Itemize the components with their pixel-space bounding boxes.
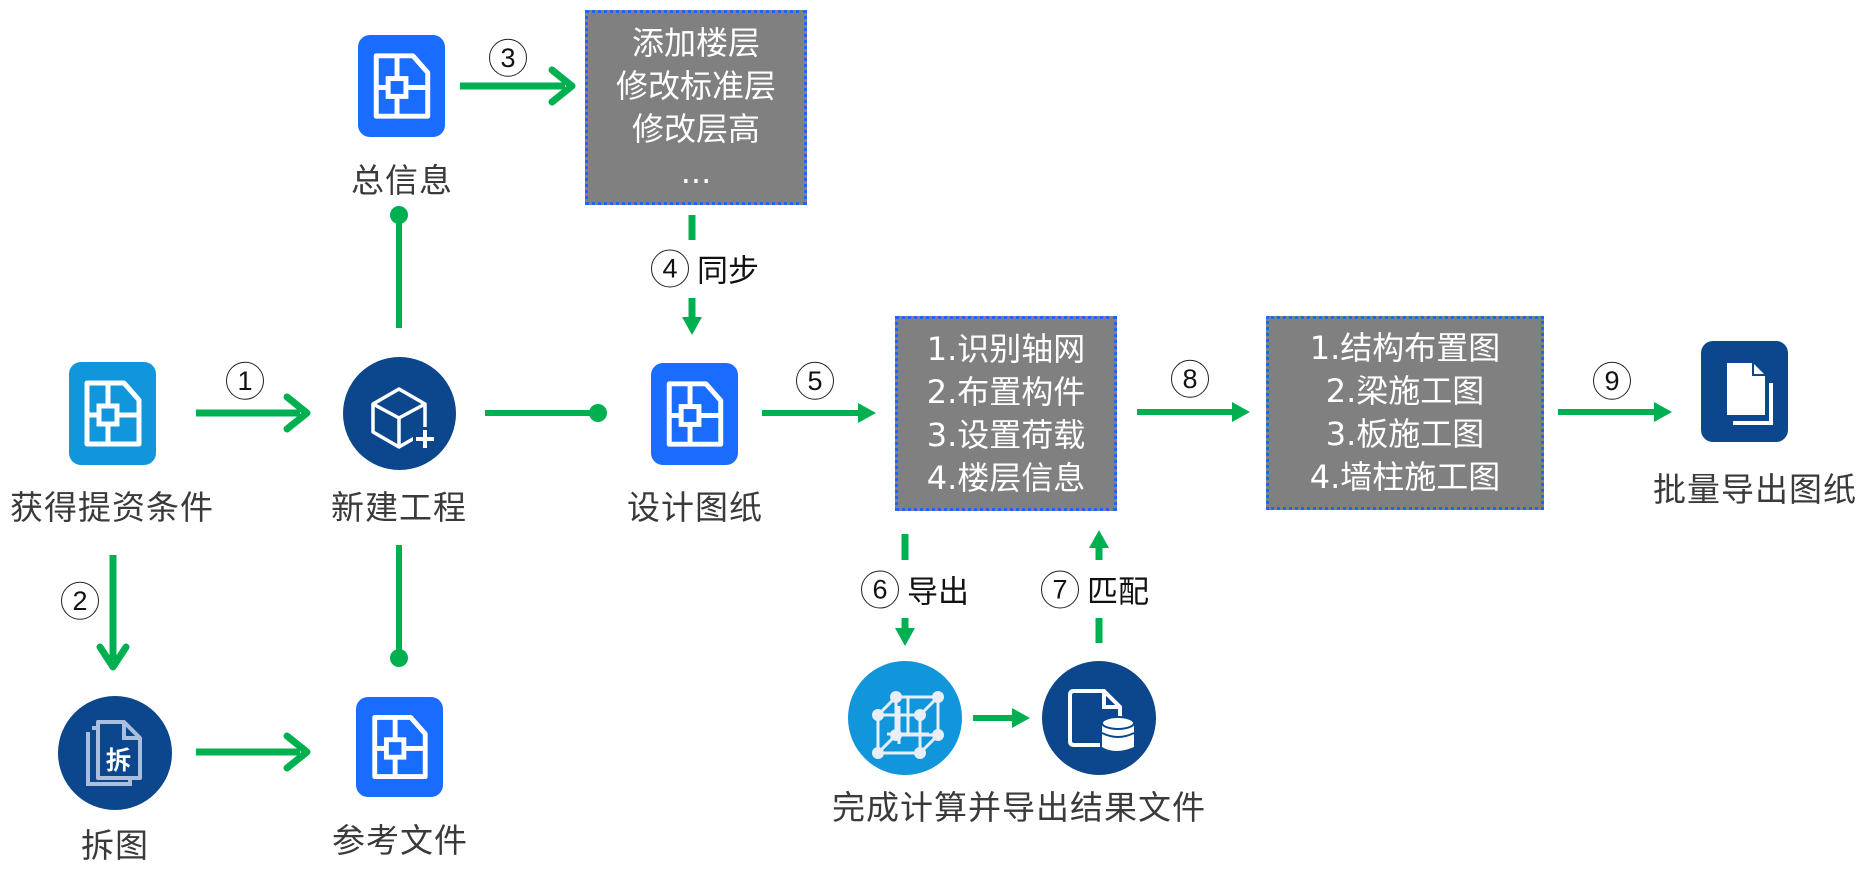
step-8: 8 — [1171, 359, 1209, 398]
node-batch-export[interactable] — [1701, 341, 1788, 442]
arrow-1-head — [283, 393, 311, 433]
box-line: 2.梁施工图 — [1325, 372, 1485, 410]
node-compute[interactable] — [848, 661, 962, 775]
label-split-drawing: 拆图 — [81, 826, 149, 865]
arrow-compute-result-head — [1012, 708, 1030, 728]
floorplan-icon — [372, 714, 428, 780]
box-line: 1.结构布置图 — [1309, 329, 1501, 367]
node-reference-file[interactable] — [356, 697, 443, 797]
arrow-split-ref-head — [283, 732, 311, 772]
step-number: 1 — [226, 361, 264, 400]
node-new-project[interactable] — [343, 357, 456, 470]
arrow-3-head — [548, 66, 576, 106]
node-general-info[interactable] — [358, 35, 445, 137]
step-number: 6 — [861, 570, 899, 608]
box-line: 修改层高 — [631, 109, 760, 148]
step-number: 7 — [1041, 570, 1079, 608]
box-line: 添加楼层 — [631, 23, 760, 62]
box-line: 4.墙柱施工图 — [1309, 458, 1501, 496]
floorplan-icon — [84, 380, 142, 447]
arrow-4-head — [682, 317, 702, 335]
step-2: 2 — [61, 581, 99, 620]
box-line: 3.设置荷载 — [926, 415, 1086, 454]
label-design-drawing: 设计图纸 — [627, 488, 763, 527]
arrow-7-head — [1089, 530, 1109, 548]
documents-icon — [1727, 363, 1773, 425]
box-drawing-outputs: 1.结构布置图 2.梁施工图 3.板施工图 4.墙柱施工图 — [1266, 316, 1544, 510]
label-batch-export: 批量导出图纸 — [1653, 470, 1857, 509]
cube-plus-icon — [371, 387, 437, 451]
label-general-info: 总信息 — [351, 161, 453, 200]
box-line: ... — [680, 152, 712, 191]
box-line: 4.楼层信息 — [926, 458, 1086, 497]
step-1: 1 — [226, 361, 264, 400]
step-text: 导出 — [907, 574, 969, 611]
arrow-2-head — [96, 643, 130, 671]
step-9: 9 — [1593, 361, 1631, 400]
box-line: 2.布置构件 — [926, 372, 1086, 411]
arrow-5-head — [858, 403, 876, 423]
box-line: 3.板施工图 — [1325, 415, 1485, 453]
label-new-project: 新建工程 — [331, 488, 467, 527]
step-number: 3 — [489, 38, 527, 77]
label-get-conditions: 获得提资条件 — [10, 488, 214, 527]
step-number: 9 — [1593, 361, 1631, 400]
box-line: 修改标准层 — [615, 66, 776, 105]
connector-general-info-dot — [390, 206, 408, 224]
step-3: 3 — [489, 38, 527, 77]
floorplan-icon — [373, 53, 431, 119]
split-document-icon — [86, 720, 142, 786]
split-glyph: 拆 — [106, 746, 132, 775]
arrow-9-head — [1654, 402, 1672, 422]
node-design-drawing[interactable] — [651, 363, 738, 465]
connector-design-dot — [589, 404, 607, 422]
step-number: 5 — [796, 361, 834, 400]
floorplan-icon — [666, 381, 724, 447]
node-get-conditions[interactable] — [69, 362, 156, 465]
node-split-drawing[interactable]: 拆 — [58, 696, 172, 810]
box-floor-operations: 添加楼层修改标准层修改层高... — [585, 10, 807, 205]
arrow-8-head — [1232, 402, 1250, 422]
step-text: 同步 — [697, 253, 759, 290]
lattice-cube-icon — [872, 691, 944, 759]
step-5: 5 — [796, 361, 834, 400]
node-result-file[interactable] — [1042, 661, 1156, 775]
document-database-icon — [1068, 689, 1135, 751]
connector-reference-dot — [390, 649, 408, 667]
label-reference-file: 参考文件 — [332, 821, 468, 860]
step-number: 8 — [1171, 359, 1209, 398]
box-modeling-steps: 1.识别轴网 2.布置构件 3.设置荷载 4.楼层信息 — [895, 316, 1117, 511]
step-number: 2 — [61, 581, 99, 620]
step-text: 匹配 — [1087, 574, 1149, 611]
arrow-6-head — [895, 628, 915, 646]
step-number: 4 — [651, 249, 689, 287]
label-compute-result: 完成计算并导出结果文件 — [832, 788, 1206, 827]
box-line: 1.识别轴网 — [926, 329, 1086, 368]
